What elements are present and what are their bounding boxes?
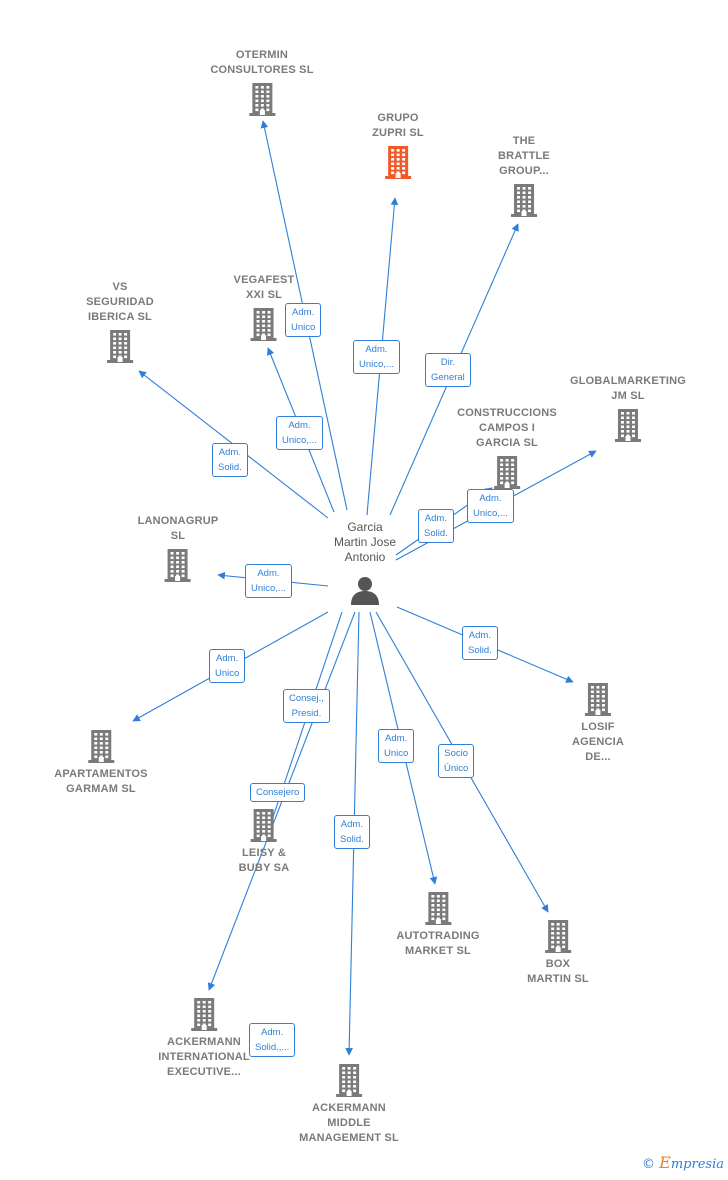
building-icon — [545, 920, 571, 953]
edge-label-lanonagrup[interactable]: Adm. Unico,... — [245, 564, 292, 598]
edge-label-leisy[interactable]: Consejero — [250, 783, 306, 802]
company-globalmarketing[interactable]: GLOBALMARKETING JM SL — [570, 374, 686, 442]
company-ackermann-international[interactable]: ACKERMANN INTERNATIONAL EXECUTIVE... — [158, 997, 250, 1080]
center-person[interactable]: Garcia Martin Jose Antonio — [334, 520, 396, 605]
company-box-martin[interactable]: BOX MARTIN SL — [527, 919, 589, 987]
edge-label-autotrading[interactable]: Adm. Unico — [378, 729, 415, 763]
company-label: AUTOTRADING MARKET SL — [396, 930, 480, 957]
building-icon — [494, 456, 520, 489]
company-label: VEGAFEST XXI SL — [233, 274, 295, 301]
company-label: THE BRATTLE GROUP... — [498, 135, 550, 177]
company-vs-seguridad[interactable]: VS SEGURIDAD IBERICA SL — [86, 280, 154, 363]
edge-label-globalmarketing[interactable]: Adm. Unico,... — [467, 489, 514, 523]
building-icon — [251, 809, 277, 842]
edge-label-otermin[interactable]: Adm. Unico — [285, 303, 322, 337]
company-label: GRUPO ZUPRI SL — [372, 112, 424, 139]
company-autotrading[interactable]: AUTOTRADING MARKET SL — [396, 891, 479, 959]
company-label: APARTAMENTOS GARMAM SL — [54, 768, 148, 795]
copyright-symbol: © — [642, 1157, 656, 1172]
building-icon — [614, 409, 641, 442]
company-label: LOSIF AGENCIA DE... — [571, 721, 625, 763]
company-label: GLOBALMARKETING JM SL — [569, 375, 687, 402]
company-the-brattle-group[interactable]: THE BRATTLE GROUP... — [498, 134, 550, 217]
edge-label-brattle[interactable]: Dir. General — [425, 353, 471, 387]
building-icon — [425, 892, 451, 925]
edge-label-vs[interactable]: Adm. Solid. — [212, 443, 248, 477]
building-icon — [165, 549, 191, 582]
company-vegafest[interactable]: VEGAFEST XXI SL — [234, 273, 295, 341]
company-label: LEISY & BUBY SA — [238, 847, 290, 874]
building-icon — [335, 1064, 362, 1097]
edge-label-losif[interactable]: Adm. Solid. — [462, 626, 498, 660]
company-apartamentos[interactable]: APARTAMENTOS GARMAM SL — [54, 729, 148, 797]
company-ackermann-middle[interactable]: ACKERMANN MIDDLE MANAGEMENT SL — [299, 1063, 399, 1146]
edge-label-zupri[interactable]: Adm. Unico,... — [353, 340, 400, 374]
brand-name: mpresia — [670, 1157, 724, 1172]
edge-label-apartamentos[interactable]: Adm. Unico — [209, 649, 246, 683]
company-label: ACKERMANN MIDDLE MANAGEMENT SL — [299, 1102, 399, 1144]
building-icon — [248, 83, 275, 116]
company-label: LANONAGRUP SL — [137, 515, 219, 542]
company-losif[interactable]: LOSIF AGENCIA DE... — [572, 682, 624, 765]
building-icon — [510, 184, 537, 217]
building-icon — [191, 998, 217, 1031]
company-label: ACKERMANN INTERNATIONAL EXECUTIVE... — [158, 1036, 250, 1078]
company-leisy-buby[interactable]: LEISY & BUBY SA — [239, 808, 290, 876]
center-person-name: Garcia Martin Jose Antonio — [333, 520, 397, 564]
company-lanonagrup[interactable]: LANONAGRUP SL — [138, 514, 219, 582]
edge-label-ackermann-int-solid[interactable]: Adm. Solid.,... — [249, 1023, 296, 1057]
company-grupo-zupri[interactable]: GRUPO ZUPRI SL — [372, 111, 424, 179]
person-icon — [351, 577, 379, 605]
edge-label-construccions[interactable]: Adm. Solid. — [418, 509, 454, 543]
brand-footer[interactable]: © Empresia — [642, 1153, 724, 1172]
company-otermin[interactable]: OTERMIN CONSULTORES SL — [210, 48, 313, 116]
company-label: VS SEGURIDAD IBERICA SL — [86, 281, 154, 323]
company-label: OTERMIN CONSULTORES SL — [210, 49, 314, 76]
building-icon — [107, 330, 133, 363]
edge-label-ackermann-int-consej[interactable]: Consej., Presid. — [283, 689, 330, 723]
edge-label-ackermann-mid[interactable]: Adm. Solid. — [334, 815, 370, 849]
edge-label-box[interactable]: Socio Único — [438, 744, 475, 778]
building-icon — [585, 683, 611, 716]
brand-initial: E — [659, 1153, 671, 1172]
company-construccions[interactable]: CONSTRUCCIONS CAMPOS I GARCIA SL — [457, 406, 557, 489]
edge-label-vegafest[interactable]: Adm. Unico,... — [276, 416, 323, 450]
building-icon — [250, 308, 277, 341]
building-icon — [385, 146, 411, 179]
building-icon — [88, 730, 114, 763]
company-label: BOX MARTIN SL — [527, 958, 589, 985]
company-label: CONSTRUCCIONS CAMPOS I GARCIA SL — [457, 407, 557, 449]
